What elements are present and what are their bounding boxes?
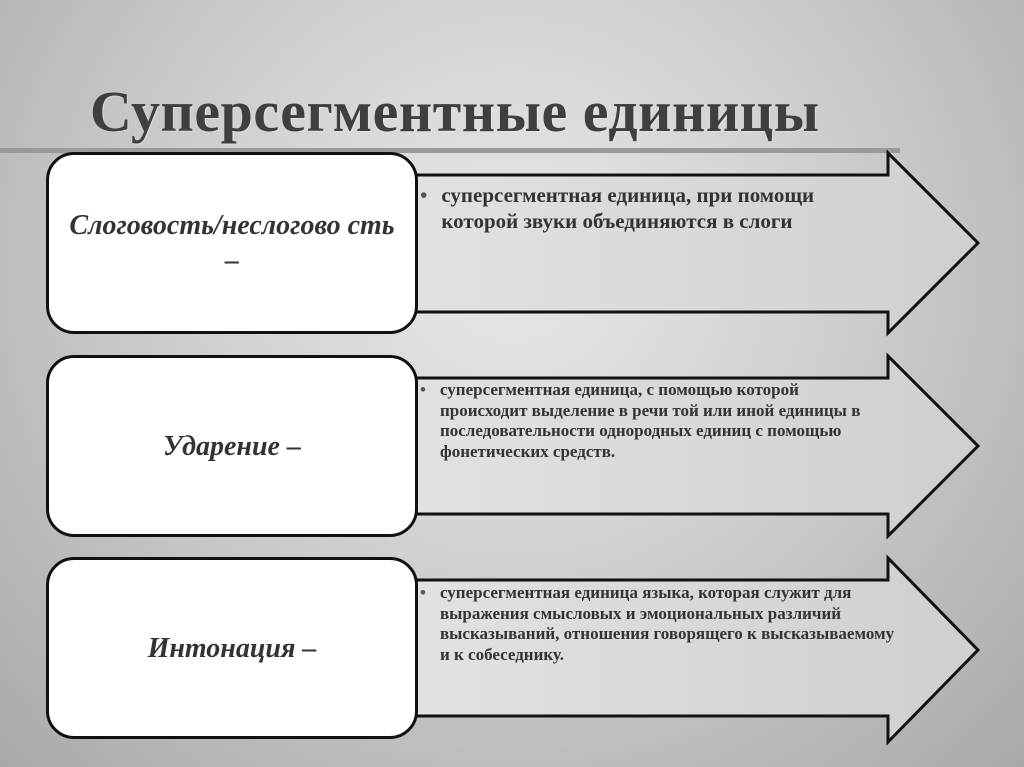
arrow-1 bbox=[398, 149, 981, 337]
slide-title: Супeрсегментные единицы bbox=[90, 79, 820, 144]
term-label: Интонация – bbox=[147, 632, 317, 664]
description-text: суперсегментная единица языка, которая с… bbox=[439, 583, 895, 665]
bullet-marker: • bbox=[420, 583, 426, 602]
term-label: Слоговость/неслогово сть – bbox=[69, 210, 395, 276]
bullet-marker: • bbox=[420, 183, 428, 207]
term-label: Ударение – bbox=[163, 430, 301, 462]
description-text: суперсегментная единица, с помощью котор… bbox=[439, 380, 861, 462]
bullet-marker: • bbox=[420, 380, 426, 399]
description-intonation: • суперсегментная единица языка, которая… bbox=[420, 583, 895, 666]
description-text: суперсегментная единица, при помощи кото… bbox=[441, 183, 815, 233]
term-box-stress: Ударение – bbox=[46, 355, 418, 537]
description-syllabicity: • суперсегментная единица, при помощи ко… bbox=[420, 183, 860, 234]
description-stress: • суперсегментная единица, с помощью кот… bbox=[420, 380, 875, 463]
arrow-2 bbox=[398, 352, 981, 540]
term-box-intonation: Интонация – bbox=[46, 557, 418, 739]
arrow-3 bbox=[398, 554, 981, 746]
title-underline bbox=[0, 148, 900, 153]
term-box-syllabicity: Слоговость/неслогово сть – bbox=[46, 152, 418, 334]
